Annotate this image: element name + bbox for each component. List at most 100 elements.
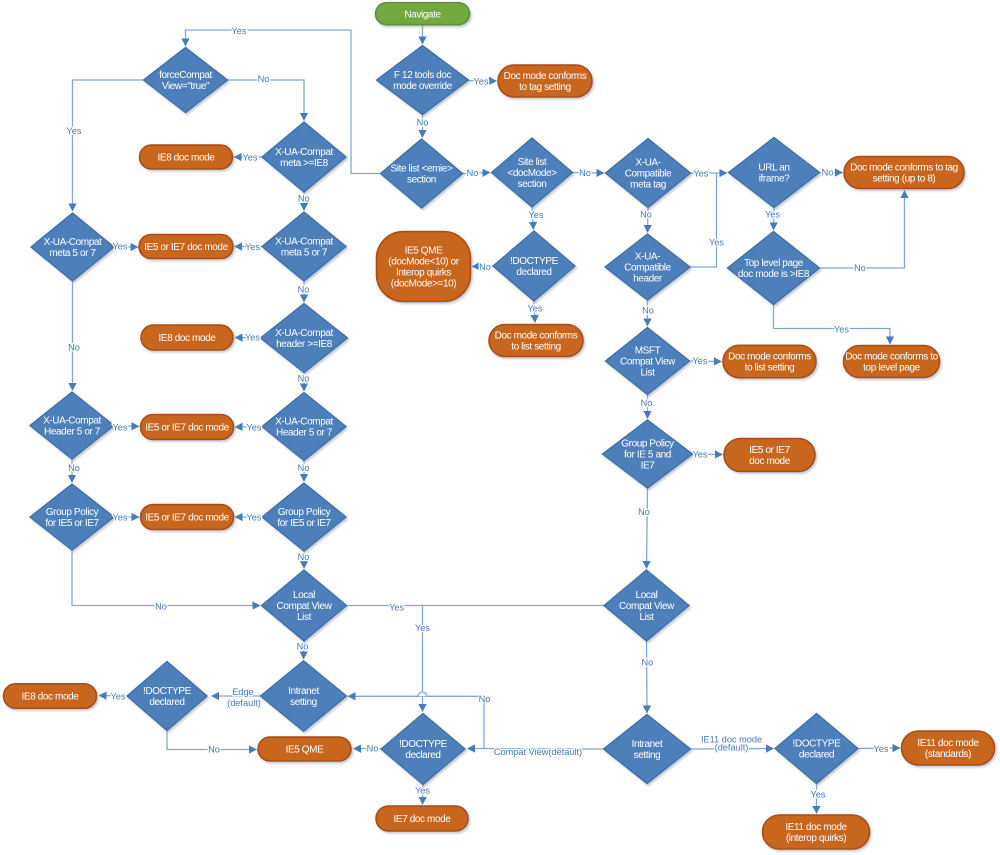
svg-text:Yes: Yes bbox=[415, 785, 430, 795]
svg-text:Compat View(default): Compat View(default) bbox=[494, 747, 582, 757]
svg-text:for IE5 or IE7: for IE5 or IE7 bbox=[277, 518, 331, 529]
svg-text:No: No bbox=[642, 305, 654, 315]
svg-text:Yes: Yes bbox=[693, 356, 708, 366]
svg-text:top level page: top level page bbox=[863, 363, 921, 374]
svg-text:Group Policy: Group Policy bbox=[46, 507, 99, 518]
svg-text:declared: declared bbox=[405, 750, 440, 761]
svg-text:Top level page: Top level page bbox=[744, 258, 804, 269]
svg-text:No: No bbox=[258, 74, 270, 84]
svg-text:No: No bbox=[155, 601, 167, 611]
svg-text:declared: declared bbox=[149, 697, 184, 708]
svg-text:Yes: Yes bbox=[709, 237, 724, 247]
svg-text:Yes: Yes bbox=[874, 744, 889, 754]
svg-text:No: No bbox=[417, 117, 429, 127]
svg-text:Yes: Yes bbox=[113, 241, 128, 251]
svg-text:IE7: IE7 bbox=[641, 461, 656, 472]
svg-text:No: No bbox=[479, 262, 491, 272]
svg-text:meta 5 or 7: meta 5 or 7 bbox=[281, 248, 328, 259]
svg-text:IE5 QME: IE5 QME bbox=[405, 246, 443, 257]
svg-text:to list setting: to list setting bbox=[511, 342, 561, 353]
svg-text:List: List bbox=[297, 612, 312, 623]
svg-text:Yes: Yes bbox=[693, 168, 708, 178]
svg-text:IE8 doc mode: IE8 doc mode bbox=[22, 692, 80, 703]
svg-text:Compatible: Compatible bbox=[625, 169, 672, 180]
svg-text:Yes: Yes bbox=[245, 332, 260, 342]
svg-text:Yes: Yes bbox=[113, 512, 128, 522]
svg-text:Yes: Yes bbox=[765, 209, 780, 219]
svg-text:!DOCTYPE: !DOCTYPE bbox=[510, 256, 559, 267]
svg-text:X-UA-Compat: X-UA-Compat bbox=[275, 328, 333, 339]
svg-text:Yes: Yes bbox=[474, 76, 489, 86]
svg-text:No: No bbox=[68, 463, 80, 473]
svg-text:Yes: Yes bbox=[247, 512, 262, 522]
svg-text:Yes: Yes bbox=[811, 789, 826, 799]
svg-text:declared: declared bbox=[516, 267, 551, 278]
svg-text:(default): (default) bbox=[227, 698, 261, 708]
svg-text:Yes: Yes bbox=[243, 152, 258, 162]
svg-text:(interop quirks): (interop quirks) bbox=[786, 833, 846, 844]
svg-text:Navigate: Navigate bbox=[404, 9, 441, 20]
svg-text:doc mode: doc mode bbox=[749, 456, 791, 467]
svg-text:Compatible: Compatible bbox=[624, 263, 671, 274]
svg-text:No: No bbox=[298, 463, 310, 473]
svg-text:No: No bbox=[298, 284, 310, 294]
svg-text:IE5 or IE7 doc mode: IE5 or IE7 doc mode bbox=[145, 423, 229, 434]
svg-text:No: No bbox=[297, 641, 309, 651]
svg-text:No: No bbox=[479, 694, 491, 704]
svg-text:Yes: Yes bbox=[67, 126, 82, 136]
svg-text:IE7 doc mode: IE7 doc mode bbox=[394, 814, 452, 825]
svg-text:Yes: Yes bbox=[529, 210, 544, 220]
svg-text:for IE 5 and: for IE 5 and bbox=[624, 450, 671, 461]
svg-text:No: No bbox=[298, 373, 310, 383]
svg-text:Doc mode conforms to tag: Doc mode conforms to tag bbox=[850, 163, 958, 174]
svg-text:declared: declared bbox=[799, 750, 834, 761]
svg-text:setting: setting bbox=[290, 697, 317, 708]
svg-text:Group Policy: Group Policy bbox=[621, 439, 674, 450]
svg-text:setting: setting bbox=[634, 750, 661, 761]
svg-text:to tag setting: to tag setting bbox=[519, 82, 571, 93]
svg-text:URL an: URL an bbox=[758, 163, 789, 174]
svg-text:for IE5 or IE7: for IE5 or IE7 bbox=[45, 518, 99, 529]
svg-text:!DOCTYPE: !DOCTYPE bbox=[143, 686, 192, 697]
svg-text:List: List bbox=[641, 368, 656, 379]
svg-text:(docMode<10) or: (docMode<10) or bbox=[388, 257, 460, 268]
svg-text:IE5 QME: IE5 QME bbox=[286, 745, 324, 756]
svg-text:!DOCTYPE: !DOCTYPE bbox=[793, 739, 842, 750]
svg-text:Intranet: Intranet bbox=[288, 686, 319, 697]
svg-text:IE5 or IE7: IE5 or IE7 bbox=[749, 445, 790, 456]
svg-text:X-UA-Compat: X-UA-Compat bbox=[44, 237, 102, 248]
svg-text:setting (up to 8): setting (up to 8) bbox=[873, 174, 936, 185]
svg-text:No: No bbox=[641, 398, 653, 408]
svg-text:Yes: Yes bbox=[232, 26, 247, 36]
svg-text:Site list: Site list bbox=[518, 157, 547, 168]
svg-text:No: No bbox=[298, 194, 310, 204]
svg-text:Yes: Yes bbox=[111, 691, 126, 701]
svg-text:Intranet: Intranet bbox=[632, 739, 663, 750]
svg-text:X-UA-: X-UA- bbox=[635, 252, 660, 263]
svg-text:Group Policy: Group Policy bbox=[278, 507, 331, 518]
svg-text:header >=IE8: header >=IE8 bbox=[276, 339, 333, 350]
svg-text:Yes: Yes bbox=[528, 303, 543, 313]
svg-text:IE11 doc mode: IE11 doc mode bbox=[701, 734, 762, 744]
svg-text:mode override: mode override bbox=[393, 81, 453, 92]
svg-text:meta >=IE8: meta >=IE8 bbox=[280, 158, 329, 169]
svg-text:No: No bbox=[367, 743, 379, 753]
svg-text:IE8 doc mode: IE8 doc mode bbox=[159, 333, 217, 344]
svg-text:to list setting: to list setting bbox=[745, 363, 795, 374]
svg-text:X-UA-: X-UA- bbox=[635, 158, 660, 169]
svg-text:header: header bbox=[633, 274, 663, 285]
svg-text:No: No bbox=[642, 657, 654, 667]
svg-text:Yes: Yes bbox=[834, 324, 849, 334]
svg-text:MSFT: MSFT bbox=[635, 346, 661, 357]
svg-text:meta 5 or 7: meta 5 or 7 bbox=[49, 248, 96, 259]
svg-text:Local: Local bbox=[293, 590, 315, 601]
svg-text:No: No bbox=[579, 168, 591, 178]
svg-text:Yes: Yes bbox=[415, 623, 430, 633]
svg-text:No: No bbox=[208, 744, 220, 754]
svg-text:Site list <emie>: Site list <emie> bbox=[391, 164, 454, 175]
svg-text:forceCompat: forceCompat bbox=[159, 70, 212, 81]
svg-text:X-UA-Compat: X-UA-Compat bbox=[43, 416, 101, 427]
svg-text:Compat View: Compat View bbox=[277, 601, 333, 612]
svg-text:(default): (default) bbox=[715, 742, 749, 752]
svg-text:<docMode>: <docMode> bbox=[507, 168, 557, 179]
